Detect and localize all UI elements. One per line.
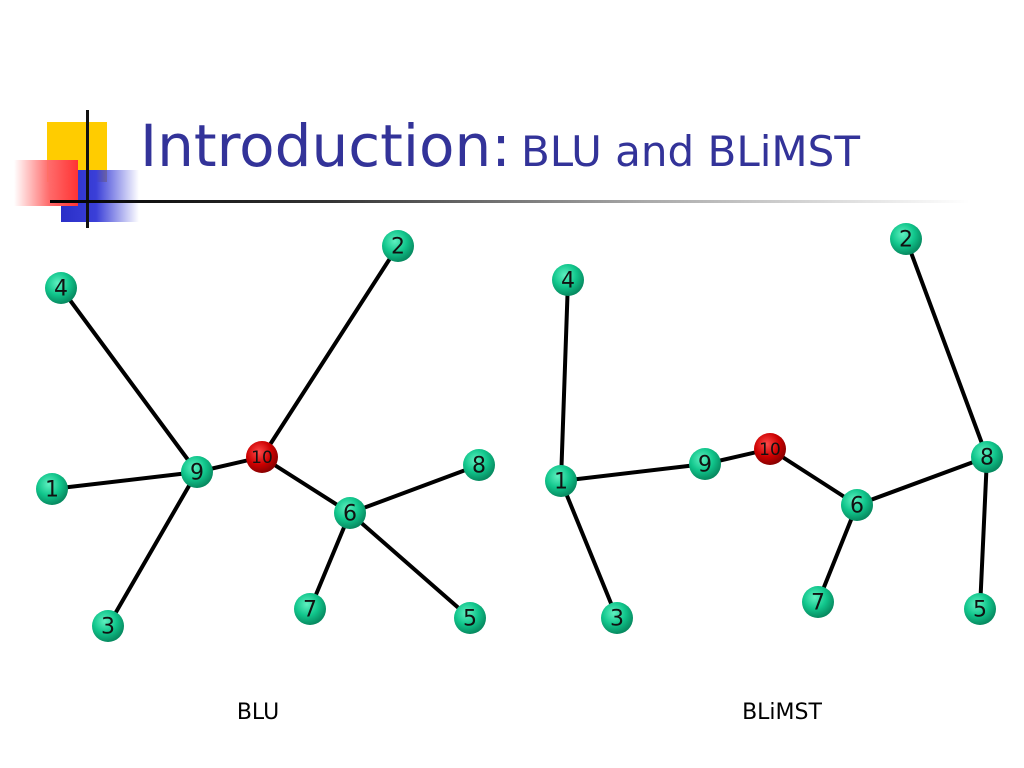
- blimst-node-label-3: 3: [610, 607, 624, 632]
- blimst-edge-8-2: [904, 237, 989, 459]
- title-decoration-red-square: [14, 160, 78, 206]
- blu-node-label-1: 1: [45, 478, 59, 503]
- blu-node-9: [181, 456, 213, 488]
- blu-edge-10-6: [260, 455, 352, 515]
- blimst-node-label-9: 9: [698, 453, 712, 478]
- blu-node-6: [334, 497, 366, 529]
- graph-blimst: 1 2 3 4 5 6 7 8 9 10: [545, 223, 1003, 634]
- blimst-edge-6-7: [816, 503, 859, 604]
- blu-edge-1-9: [50, 470, 199, 491]
- blimst-edge-1-3: [559, 479, 619, 620]
- blimst-node-2: [890, 223, 922, 255]
- blu-node-label-7: 7: [303, 598, 317, 623]
- blimst-node-5: [964, 593, 996, 625]
- blu-node-2: [382, 230, 414, 262]
- blimst-edge-10-6: [768, 447, 859, 507]
- caption-blu: BLU: [236, 700, 280, 725]
- blimst-node-1: [545, 465, 577, 497]
- title-underline: [50, 200, 970, 203]
- blimst-edge-1-9: [559, 462, 707, 483]
- blimst-node-6: [841, 489, 873, 521]
- blimst-node-label-10: 10: [759, 440, 781, 460]
- blu-edge-4-9: [59, 286, 199, 474]
- slide-title-sub: BLU and BLiMST: [520, 127, 860, 176]
- slide-title-main: Introduction:: [140, 112, 511, 180]
- blimst-edge-8-5: [978, 455, 989, 611]
- blu-node-label-5: 5: [463, 607, 477, 632]
- blimst-node-label-1: 1: [554, 470, 568, 495]
- blu-edge-3-9: [106, 470, 199, 628]
- blu-node-label-4: 4: [54, 277, 68, 302]
- slide-title: Introduction: BLU and BLiMST: [140, 112, 860, 180]
- blu-node-label-3: 3: [101, 615, 115, 640]
- blu-node-10: [246, 441, 278, 473]
- blu-node-8: [463, 449, 495, 481]
- blu-node-label-10: 10: [251, 448, 273, 468]
- blu-node-label-6: 6: [343, 502, 357, 527]
- blu-edge-6-7: [308, 511, 352, 611]
- blu-edge-6-8: [348, 463, 481, 515]
- blu-node-label-2: 2: [391, 235, 405, 260]
- blu-node-3: [92, 610, 124, 642]
- blimst-node-7: [802, 586, 834, 618]
- blimst-node-10: [754, 433, 786, 465]
- blimst-edge-4-1: [559, 278, 570, 483]
- blimst-node-label-8: 8: [980, 446, 994, 471]
- blimst-node-label-2: 2: [899, 228, 913, 253]
- blimst-node-9: [689, 448, 721, 480]
- blimst-node-8: [971, 441, 1003, 473]
- blu-node-4: [45, 272, 77, 304]
- blu-node-5: [454, 602, 486, 634]
- caption-blimst: BLiMST: [742, 700, 822, 725]
- blu-node-1: [36, 473, 68, 505]
- title-decoration-vertical-line: [86, 110, 89, 228]
- blu-edge-6-5: [348, 511, 472, 620]
- blimst-node-4: [552, 264, 584, 296]
- blimst-node-label-4: 4: [561, 269, 575, 294]
- blimst-node-label-7: 7: [811, 591, 825, 616]
- graph-blu: 1 2 3 4 5 6 7 8 9 10: [36, 230, 495, 642]
- blimst-node-3: [601, 602, 633, 634]
- blimst-edge-6-8: [855, 455, 989, 507]
- blimst-node-label-5: 5: [973, 598, 987, 623]
- blimst-node-label-6: 6: [850, 494, 864, 519]
- blu-node-label-9: 9: [190, 461, 204, 486]
- blu-node-7: [294, 593, 326, 625]
- blu-edge-10-2: [260, 244, 400, 459]
- blu-node-label-8: 8: [472, 454, 486, 479]
